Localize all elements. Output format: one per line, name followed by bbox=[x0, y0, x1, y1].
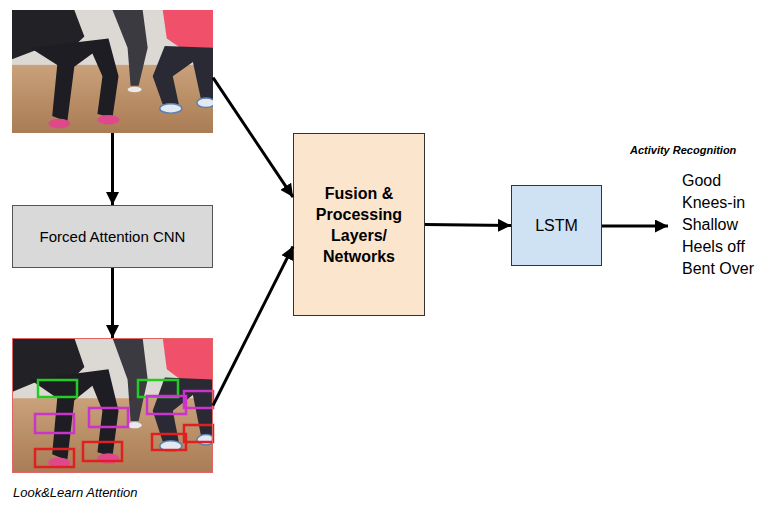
class-label: Shallow bbox=[682, 216, 738, 234]
flow-arrow bbox=[111, 133, 114, 205]
panel-caption: Look&Learn Attention bbox=[13, 482, 138, 503]
flow-arrow bbox=[111, 268, 114, 338]
class-label: Bent Over bbox=[682, 260, 754, 278]
output-arrow bbox=[602, 225, 668, 228]
box-label: Forced Attention CNN bbox=[34, 226, 192, 247]
photo-panel: Look&Learn Attention bbox=[12, 338, 213, 473]
class-label: Good bbox=[682, 172, 721, 190]
process-box: Forced Attention CNN bbox=[12, 205, 213, 268]
flow-arrow bbox=[425, 225, 511, 226]
photo-panel bbox=[12, 10, 213, 133]
flow-arrow bbox=[213, 78, 293, 197]
class-label: Knees-in bbox=[682, 194, 745, 212]
process-box: Fusion & Processing Layers/ Networks bbox=[293, 133, 425, 316]
section-heading: Activity Recognition bbox=[630, 144, 736, 156]
class-label: Heels off bbox=[682, 238, 745, 256]
squat-photo bbox=[12, 10, 215, 133]
flow-arrow bbox=[213, 246, 293, 405]
process-box: LSTM bbox=[511, 185, 602, 266]
box-label: Fusion & Processing Layers/ Networks bbox=[294, 183, 424, 267]
attention-photo bbox=[12, 338, 215, 473]
box-label: LSTM bbox=[529, 215, 584, 236]
